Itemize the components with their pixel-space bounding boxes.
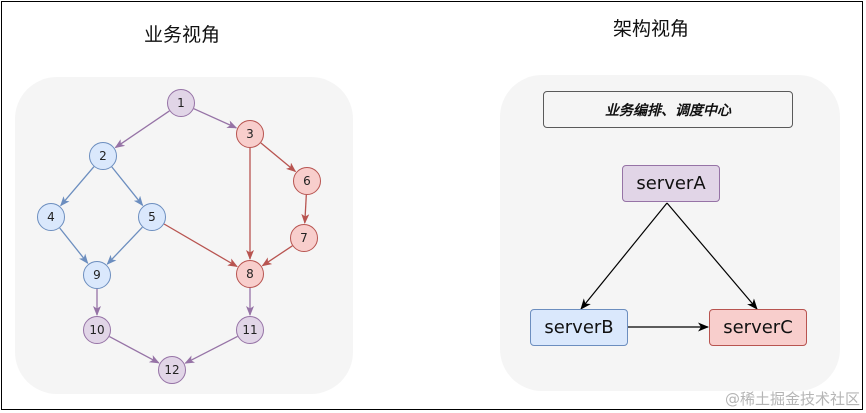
dag-node-12: 12 [158, 356, 186, 384]
dag-node-8: 8 [236, 260, 264, 288]
edge-5-to-9 [106, 226, 143, 265]
edge-1-to-3 [193, 108, 238, 129]
server-b-box: serverB [530, 309, 628, 346]
edge-7-to-8 [261, 245, 293, 267]
edge-10-to-12 [109, 336, 160, 364]
edge-3-to-6 [260, 142, 297, 173]
orchestration-center-box: 业务编排、调度中心 [543, 91, 793, 128]
edge-11-to-12 [184, 335, 238, 364]
dag-node-10: 10 [83, 316, 111, 344]
arrow-a-to-c [666, 202, 758, 310]
dag-node-11: 11 [236, 316, 264, 344]
dag-node-3: 3 [236, 120, 264, 148]
right-title: 架构视角 [613, 18, 690, 40]
dag-node-4: 4 [37, 203, 65, 231]
watermark: @稀土掘金技术社区 [724, 390, 860, 408]
dag-node-5: 5 [138, 203, 166, 231]
server-a-box: serverA [622, 165, 720, 202]
edge-5-to-8 [163, 223, 238, 268]
dag-node-7: 7 [290, 224, 318, 252]
edge-2-to-5 [111, 166, 144, 207]
dag-node-6: 6 [293, 167, 321, 195]
dag-node-1: 1 [167, 89, 195, 117]
arrow-a-to-b [580, 202, 668, 310]
dag-node-9: 9 [83, 261, 111, 289]
edge-2-to-4 [60, 166, 95, 207]
server-c-box: serverC [709, 309, 807, 346]
left-title: 业务视角 [144, 24, 221, 46]
edge-1-to-2 [114, 110, 170, 149]
dag-node-2: 2 [89, 142, 117, 170]
edge-4-to-9 [59, 227, 89, 264]
edge-6-to-7 [301, 194, 310, 224]
